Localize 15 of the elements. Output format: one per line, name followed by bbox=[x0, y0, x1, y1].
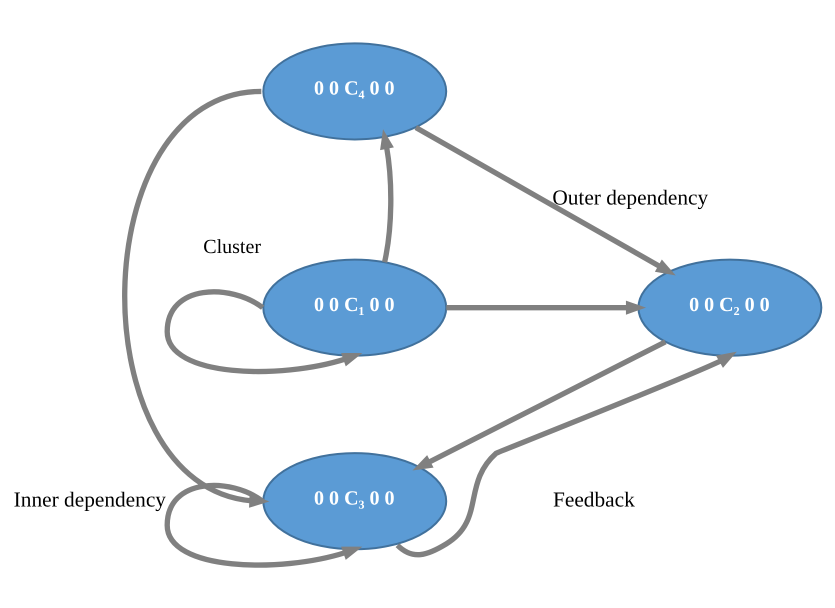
arrow bbox=[396, 351, 737, 557]
node-label: Cluster bbox=[203, 235, 262, 258]
node-ellipse: 0 0 C₁ 0 0 bbox=[262, 258, 448, 356]
arrow bbox=[122, 88, 270, 508]
arrow bbox=[380, 128, 394, 262]
arrow bbox=[412, 338, 667, 470]
edge-label: Outer dependency bbox=[552, 185, 708, 210]
arrow bbox=[446, 300, 646, 314]
node-ellipse: 0 0 C₄ 0 0 bbox=[262, 42, 448, 140]
arrow bbox=[164, 288, 362, 374]
arrow bbox=[164, 482, 362, 568]
label: Feedback bbox=[552, 486, 635, 511]
arrow bbox=[414, 124, 676, 276]
edge-label: Inner dependency bbox=[14, 486, 166, 511]
node-ellipse: 0 0 C₃ 0 0 bbox=[262, 452, 448, 550]
